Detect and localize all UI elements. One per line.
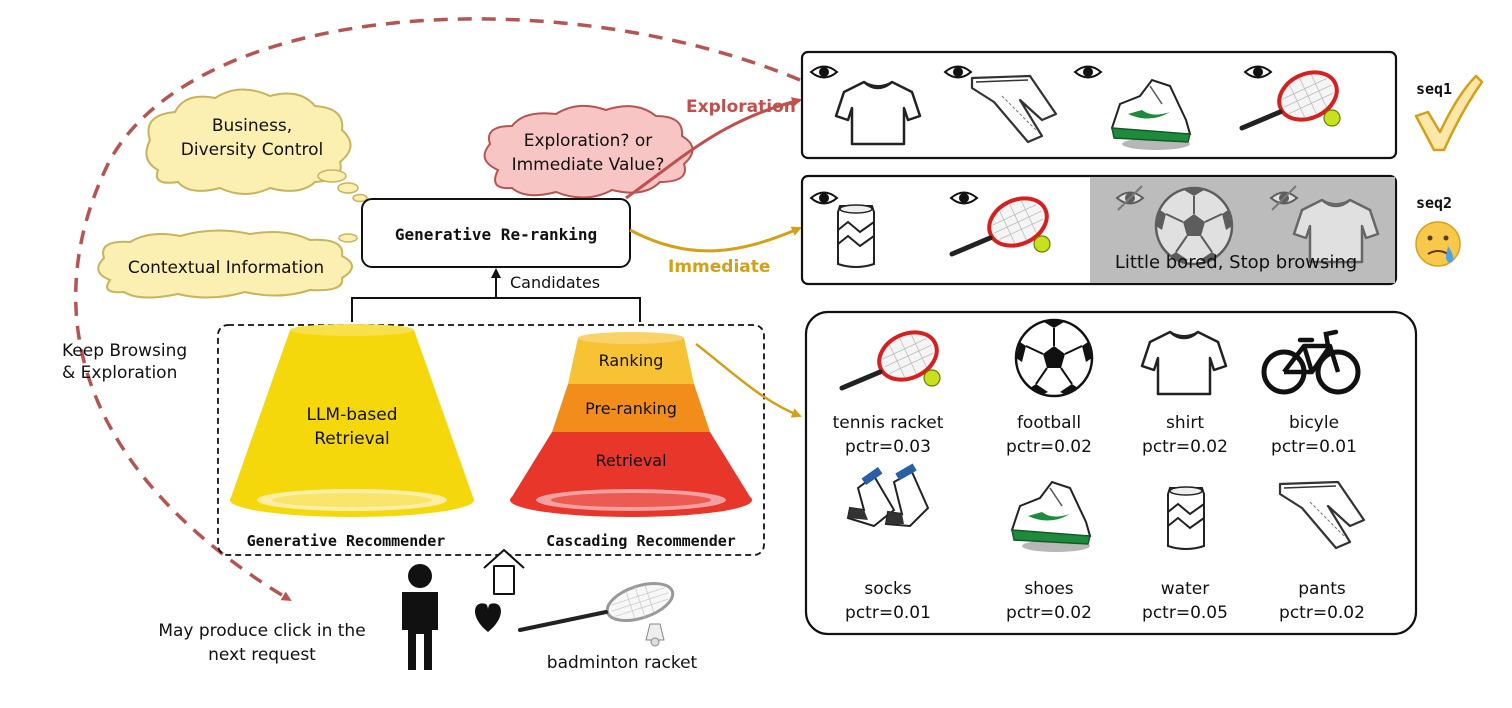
cascading-stage-ranking: Ranking [599,351,664,370]
checkmark-icon [1414,74,1484,152]
candidate-name: football [1017,413,1081,433]
loop-label-line2: & Exploration [62,363,177,383]
sequence-2-note: Little bored, Stop browsing [1115,252,1357,273]
person-icon [402,564,438,670]
feedback-loop-arrow [73,17,801,602]
loop-label-line1: Keep Browsing [62,341,187,361]
exploration-arrow [625,97,802,200]
candidates-label: Candidates [510,273,600,292]
badminton-racket-icon [518,582,675,647]
immediate-arrow [629,226,802,253]
candidate-pctr: pctr=0.03 [845,437,931,457]
reranker-box: Generative Re-ranking [361,198,631,268]
reranker-title: Generative Re-ranking [395,225,597,244]
cascading-stage-preranking: Pre-ranking [585,399,677,418]
decision-line2: Immediate Value? [512,155,665,175]
candidate-pctr: pctr=0.05 [1142,603,1228,623]
cascading-recommender: Ranking Pre-ranking Retrieval Cascading … [510,332,752,550]
candidate-pctr: pctr=0.01 [1271,437,1357,457]
candidate-pool-panel: tennis racket pctr=0.03 football pctr=0.… [804,310,1418,636]
exploration-label: Exploration [686,97,796,117]
click-label-line2: next request [208,645,316,665]
immediate-label: Immediate [668,257,770,277]
candidate-pctr: pctr=0.02 [1006,603,1092,623]
cascading-stage-retrieval: Retrieval [595,451,666,470]
sequence-2-panel: Little bored, Stop browsing seq2 [800,174,1461,286]
football-icon [1014,318,1094,398]
generative-recommender-name: Generative Recommender [247,532,446,550]
candidate-name: shoes [1024,579,1073,599]
water-can-icon [1167,486,1205,550]
upload-outline-arrow [483,549,525,595]
candidate-name: tennis racket [833,413,944,433]
sequence-2-label: seq2 [1416,194,1452,212]
business-thought-line1: Business, [212,116,292,136]
candidate-name: shirt [1166,413,1204,433]
heart-icon [475,603,501,632]
candidate-pctr: pctr=0.02 [1142,437,1228,457]
history-item-label: badminton racket [547,653,698,673]
generative-recommender: LLM-based Retrieval Generative Recommend… [230,324,474,550]
generative-stage-line1: LLM-based [306,405,397,425]
candidate-pctr: pctr=0.01 [845,603,931,623]
decision-line1: Exploration? or [524,131,653,151]
candidate-name: socks [864,579,911,599]
context-thought-text: Contextual Information [128,258,324,278]
candidate-name: pants [1298,579,1346,599]
candidate-pctr: pctr=0.02 [1279,603,1365,623]
sequence-1-panel: seq1 [800,50,1484,160]
cascading-recommender-name: Cascading Recommender [546,532,736,550]
candidate-name: bicyle [1289,413,1339,433]
business-thought-cloud: Business, Diversity Control [145,88,352,195]
candidate-name: water [1161,579,1209,599]
context-thought-cloud: Contextual Information [97,229,353,299]
sequence-1-label: seq1 [1416,80,1452,98]
ranking-to-pool-arrow [695,343,802,418]
click-label-line1: May produce click in the [158,621,365,641]
business-thought-line2: Diversity Control [181,140,323,160]
candidate-pctr: pctr=0.02 [1006,437,1092,457]
generative-stage-line2: Retrieval [314,429,390,449]
recommender-container [217,324,765,556]
sad-face-icon [1415,221,1461,267]
decision-thought-cloud: Exploration? or Immediate Value? [483,104,694,199]
